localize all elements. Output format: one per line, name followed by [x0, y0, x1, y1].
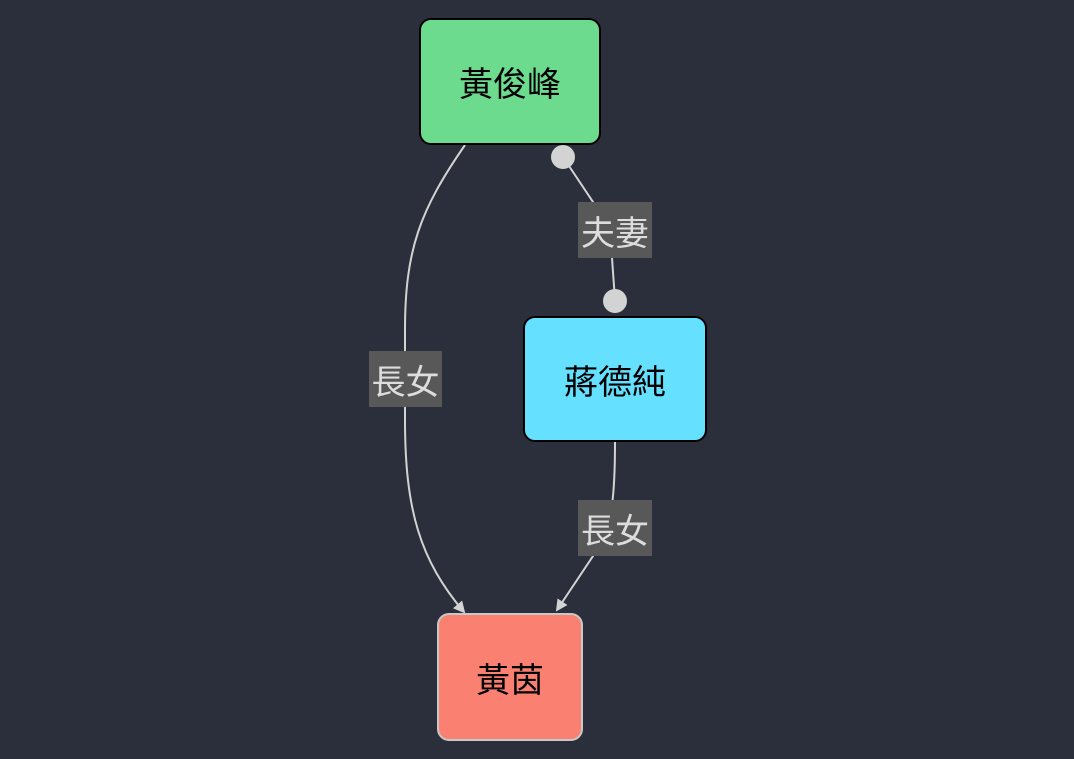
edge-label-father-mother: 夫妻: [578, 202, 652, 258]
circle-end-icon: [551, 145, 575, 169]
edge-label-mother-daughter: 長女: [578, 500, 652, 556]
node-father[interactable]: 黃俊峰: [419, 18, 601, 145]
node-daughter[interactable]: 黃茵: [437, 613, 583, 741]
circle-end-icon: [603, 289, 627, 313]
edge-label-father-daughter: 長女: [369, 351, 442, 407]
node-mother[interactable]: 蔣德純: [523, 316, 707, 442]
